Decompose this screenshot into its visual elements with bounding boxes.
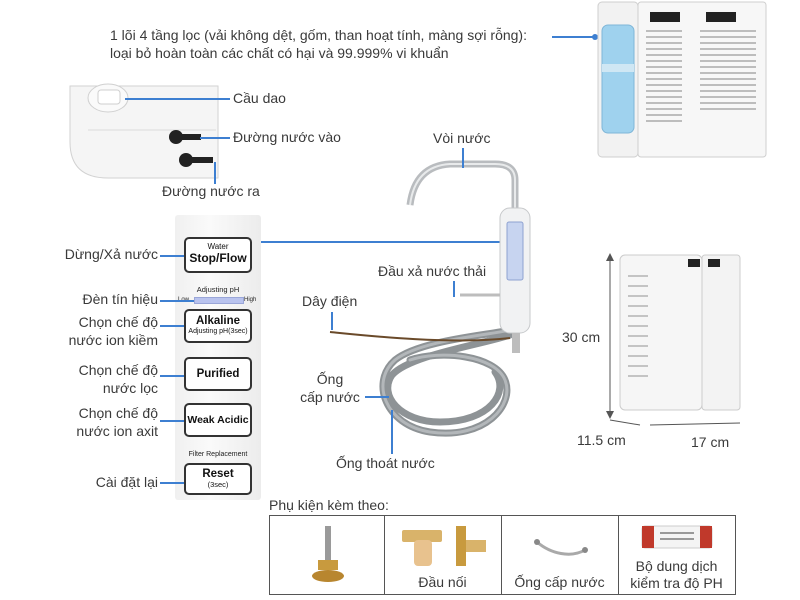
accessory-fitting-cell [269,515,385,595]
weak-acidic-button[interactable]: Weak Acidic [184,403,252,437]
faucet-leader-line [462,148,464,168]
purified-label-line1: Chọn chế độ [78,362,158,378]
accessory-4-caption-line1: Bộ dung dịch [635,558,718,574]
purified-label-line2: nước lọc [102,380,158,396]
filter-replacement-text: Filter Replacement [188,451,248,458]
accessories-title: Phụ kiện kèm theo: [269,497,389,513]
accessory-4-caption-line2: kiểm tra độ PH [630,575,723,591]
purified-text: Purified [196,368,240,380]
depth-dimension: 11.5 cm [577,432,626,448]
reset-button[interactable]: Reset (3sec) [184,463,252,495]
supply-hose-icon [534,539,588,556]
indicator-label: Đèn tín hiệu [82,291,159,307]
weak-acidic-text: Weak Acidic [187,414,249,426]
alkaline-text: Alkaline [195,315,241,327]
reset-leader-line [160,482,184,484]
alkaline-button[interactable]: Alkaline Adjusting pH(3sec) [184,309,252,343]
indicator-leader-line [160,300,194,302]
supply-pipe-leader-line [365,396,389,398]
accessory-hose-cell: Ống cấp nước [501,515,619,595]
stop-flow-leader-line [160,255,184,257]
filter-description-line2: loại bỏ hoàn toàn các chất có hại và 99.… [110,45,449,61]
breaker-label: Cầu dao [233,90,286,106]
water-in-leader-line [200,137,230,139]
purified-button[interactable]: Purified [184,357,252,391]
ph-indicator-bar [194,297,244,304]
height-dimension: 30 cm [562,329,601,345]
supply-pipe-label-line1: Ống [316,371,344,387]
dimension-unit-image [606,253,741,426]
reset-text: Reset [202,468,234,480]
reset-label: Cài đặt lại [95,474,158,490]
adjusting-ph-text: Adjusting pH [196,285,240,294]
water-in-label: Đường nước vào [233,129,341,145]
stop-flow-label: Dừng/Xả nước [64,246,158,262]
acidic-leader-line [160,420,184,422]
faucet-image [329,160,531,437]
filter-cartridge-image [597,1,767,158]
water-out-label: Đường nước ra [162,183,260,199]
acidic-label-line1: Chọn chế độ [78,405,158,421]
accessory-connector-cell: Đầu nối [384,515,502,595]
accessory-3-caption: Ống cấp nước [514,574,605,590]
filter-description-line1: 1 lõi 4 tầng lọc (vải không dệt, gốm, th… [110,27,527,43]
drain-pipe-label: Ống thoát nước [336,455,435,471]
accessory-ph-kit-cell: Bộ dung dịch kiểm tra độ PH [618,515,736,595]
breaker-leader-line [125,98,230,100]
water-text: Water [207,242,229,251]
connector-icon [402,526,486,566]
panel-to-faucet-line [261,241,501,243]
water-out-leader-line [214,162,216,184]
stop-flow-text: Stop/Flow [189,251,247,265]
stop-flow-button[interactable]: Water Stop/Flow [184,237,252,273]
purified-leader-line [160,375,184,377]
drain-outlet-label: Đầu xả nước thải [378,263,487,279]
filter-leader-dot [592,34,598,40]
ph-test-kit-icon [641,525,713,549]
faucet-label: Vòi nước [433,130,491,146]
drain-outlet-leader-line [453,281,455,297]
reset-sub-text: (3sec) [207,480,229,489]
power-cord-label: Dây điện [302,293,358,309]
alkaline-sub-text: Adjusting pH(3sec) [188,328,248,335]
power-cord-leader-line [331,312,333,330]
high-text: High [244,297,257,303]
drain-pipe-leader-line [391,410,393,454]
filter-leader-line [552,36,596,38]
acidic-label-line2: nước ion axit [76,423,158,439]
base-unit-image [69,83,219,179]
alkaline-label-line2: nước ion kiềm [68,332,158,348]
alkaline-leader-line [160,325,184,327]
supply-pipe-label-line2: cấp nước [300,389,360,405]
accessory-2-caption: Đầu nối [418,574,467,590]
alkaline-label-line1: Chọn chế độ [78,314,158,330]
width-dimension: 17 cm [691,434,730,450]
drain-fitting-icon [312,526,344,582]
